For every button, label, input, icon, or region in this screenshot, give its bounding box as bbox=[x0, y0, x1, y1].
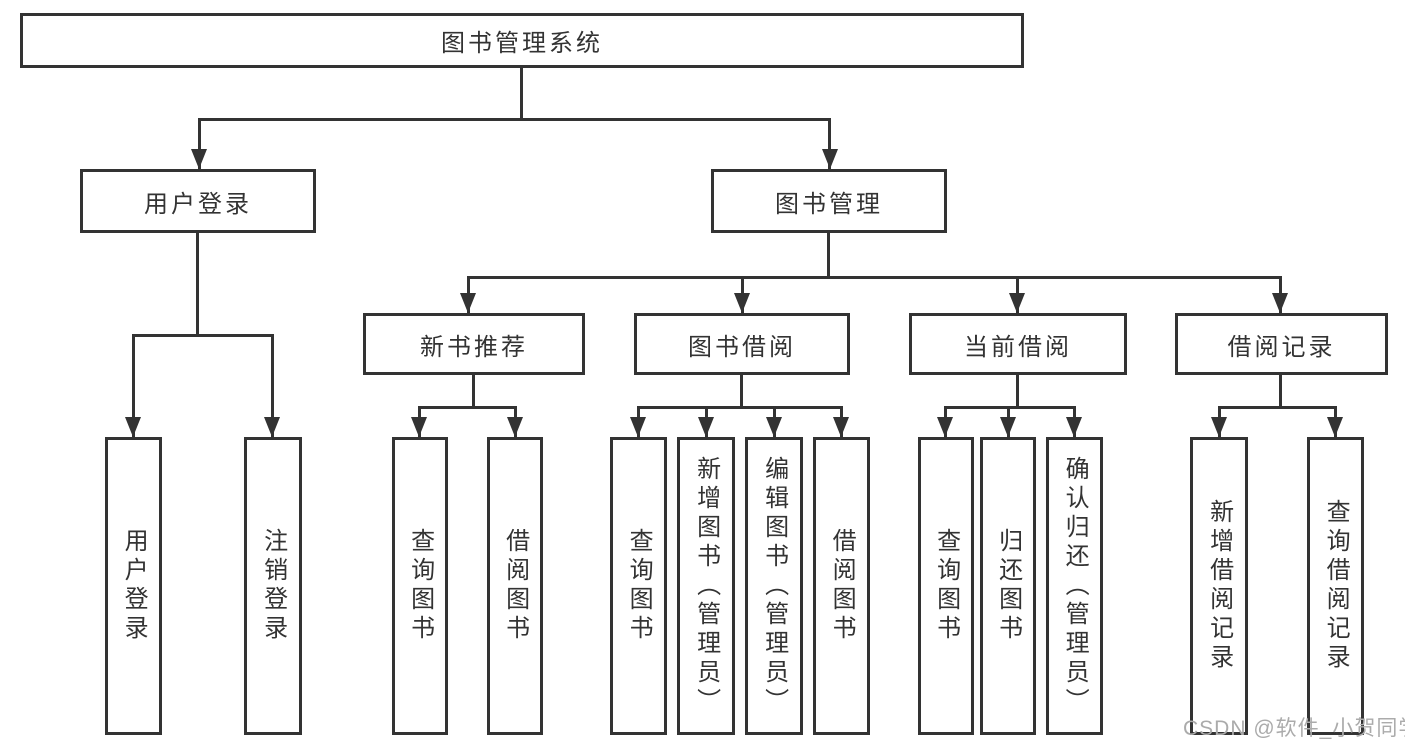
arrow-down-icon bbox=[1272, 293, 1288, 313]
node-label: 确认归还（管理员） bbox=[1061, 455, 1089, 717]
node-label: 新增借阅记录 bbox=[1205, 499, 1233, 673]
connector-vline bbox=[740, 375, 743, 409]
arrow-down-icon bbox=[125, 417, 141, 437]
node-label: 图书管理 bbox=[775, 190, 883, 218]
connector-vline bbox=[520, 68, 523, 121]
arrow-down-icon bbox=[460, 293, 476, 313]
connector-vline bbox=[132, 334, 135, 437]
node-label: 借阅图书 bbox=[828, 528, 856, 644]
leaf-add-book-admin: 新增图书（管理员） bbox=[677, 437, 735, 735]
node-label: 查询图书 bbox=[625, 528, 653, 644]
arrow-down-icon bbox=[822, 149, 838, 169]
connector-hline bbox=[418, 406, 517, 409]
leaf-borrow-book-2: 借阅图书 bbox=[813, 437, 870, 735]
node-label: 编辑图书（管理员） bbox=[760, 455, 788, 717]
arrow-down-icon bbox=[734, 293, 750, 313]
node-borrowing-records: 借阅记录 bbox=[1175, 313, 1388, 375]
leaf-query-borrow-record: 查询借阅记录 bbox=[1307, 437, 1364, 735]
arrow-down-icon bbox=[766, 417, 782, 437]
node-label: 归还图书 bbox=[994, 528, 1022, 644]
connector-vline bbox=[828, 118, 831, 169]
node-label: 图书管理系统 bbox=[441, 30, 603, 57]
leaf-confirm-return-admin: 确认归还（管理员） bbox=[1046, 437, 1103, 735]
connector-vline bbox=[1016, 375, 1019, 409]
arrow-down-icon bbox=[507, 417, 523, 437]
node-label: 借阅记录 bbox=[1227, 333, 1336, 361]
arrow-down-icon bbox=[630, 417, 646, 437]
connector-hline bbox=[198, 118, 831, 121]
leaf-query-book-1: 查询图书 bbox=[392, 437, 448, 735]
leaf-borrow-book-1: 借阅图书 bbox=[487, 437, 543, 735]
node-book-borrowing: 图书借阅 bbox=[634, 313, 850, 375]
leaf-logout: 注销登录 bbox=[244, 437, 302, 735]
node-label: 查询图书 bbox=[406, 528, 434, 644]
node-label: 查询图书 bbox=[932, 528, 960, 644]
connector-vline bbox=[271, 334, 274, 437]
node-label: 当前借阅 bbox=[964, 333, 1072, 361]
arrow-down-icon bbox=[264, 417, 280, 437]
arrow-down-icon bbox=[191, 149, 207, 169]
connector-vline bbox=[1279, 375, 1282, 409]
leaf-return-book: 归还图书 bbox=[980, 437, 1036, 735]
node-label: 注销登录 bbox=[259, 528, 287, 644]
leaf-edit-book-admin: 编辑图书（管理员） bbox=[745, 437, 803, 735]
arrow-down-icon bbox=[1009, 293, 1025, 313]
arrow-down-icon bbox=[1000, 417, 1016, 437]
connector-hline bbox=[132, 334, 274, 337]
connector-hline bbox=[637, 406, 843, 409]
connector-vline bbox=[827, 233, 830, 279]
node-label: 新书推荐 bbox=[420, 333, 528, 361]
node-new-book-recommend: 新书推荐 bbox=[363, 313, 585, 375]
node-label: 用户登录 bbox=[120, 528, 148, 644]
leaf-add-borrow-record: 新增借阅记录 bbox=[1190, 437, 1248, 735]
arrow-down-icon bbox=[1066, 417, 1082, 437]
arrow-down-icon bbox=[1211, 417, 1227, 437]
leaf-user-login: 用户登录 bbox=[105, 437, 162, 735]
arrow-down-icon bbox=[937, 417, 953, 437]
connector-hline bbox=[467, 276, 1282, 279]
node-label: 图书借阅 bbox=[688, 333, 796, 361]
connector-vline bbox=[198, 118, 201, 169]
node-user-login: 用户登录 bbox=[80, 169, 316, 233]
node-label: 查询借阅记录 bbox=[1322, 499, 1350, 673]
arrow-down-icon bbox=[698, 417, 714, 437]
csdn-watermark: CSDN @软件_小贺同学 bbox=[1183, 717, 1405, 740]
arrow-down-icon bbox=[411, 417, 427, 437]
connector-hline bbox=[1218, 406, 1337, 409]
arrow-down-icon bbox=[833, 417, 849, 437]
arrow-down-icon bbox=[1327, 417, 1343, 437]
node-book-management-system: 图书管理系统 bbox=[20, 13, 1024, 68]
node-label: 借阅图书 bbox=[501, 528, 529, 644]
node-book-management: 图书管理 bbox=[711, 169, 947, 233]
connector-vline bbox=[196, 233, 199, 337]
node-current-borrowing: 当前借阅 bbox=[909, 313, 1127, 375]
connector-hline bbox=[944, 406, 1076, 409]
node-label: 用户登录 bbox=[144, 190, 252, 218]
node-label: 新增图书（管理员） bbox=[692, 455, 720, 717]
connector-vline bbox=[472, 375, 475, 409]
leaf-query-book-2: 查询图书 bbox=[610, 437, 667, 735]
leaf-query-book-3: 查询图书 bbox=[918, 437, 974, 735]
